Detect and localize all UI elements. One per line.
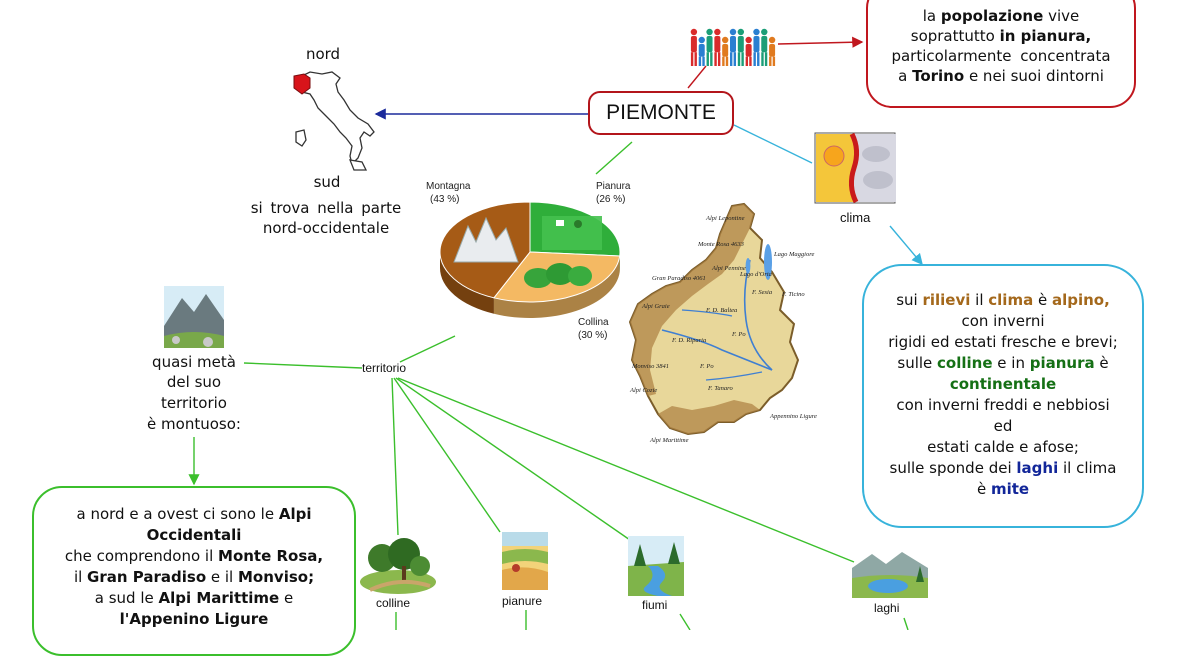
piemonte-map: Alpi Lepontine Monte Rosa 4633 Lago d'Or… — [622, 200, 822, 450]
map-label-alpi-lepontine: Alpi Lepontine — [705, 215, 745, 222]
link-fiumi-down — [680, 614, 690, 630]
map-label-f-dora-riparia: F. D. Riparia — [671, 337, 706, 344]
lakes-icon — [852, 548, 928, 598]
italy-sud-label: sud — [304, 172, 350, 193]
pie-label-montagna: Montagna(43 %) — [426, 180, 470, 206]
half-mountain-1: quasi metà — [134, 352, 254, 373]
person-figure — [714, 29, 720, 66]
map-label-lago-orta: Lago d'Orta — [739, 271, 772, 278]
map-label-gran-paradiso: Gran Paradiso 4061 — [652, 275, 706, 282]
person-figure — [769, 37, 775, 66]
half-mountain-3: territorio — [134, 393, 254, 414]
link-terr-colline — [392, 378, 398, 535]
person-figure — [745, 37, 751, 66]
mountain-icon — [164, 286, 224, 348]
map-label-monviso: Monviso 3841 — [631, 363, 669, 370]
half-mountain-2: del suo — [134, 372, 254, 393]
map-label-monte-rosa: Monte Rosa 4633 — [697, 241, 745, 248]
territorio-label: territorio — [362, 361, 406, 375]
map-label-appennino-ligure: Appennino Ligure — [769, 413, 817, 420]
person-figure — [738, 29, 744, 66]
link-territorio-half — [244, 363, 362, 368]
half-mountain-4: è montuoso: — [130, 414, 258, 435]
italy-map-icon — [288, 66, 380, 172]
climate-label: clima — [840, 210, 870, 225]
link-title-people — [688, 66, 706, 88]
person-figure — [761, 29, 767, 66]
map-label-alpi-marittime: Alpi Marittime — [649, 437, 689, 444]
map-label-f-po: F. Po — [731, 331, 746, 338]
plains-label: pianure — [502, 594, 542, 608]
terrain-pie-chart — [430, 196, 630, 326]
person-figure — [699, 37, 705, 66]
people-icon — [690, 18, 776, 66]
italy-nord-label: nord — [300, 44, 346, 65]
person-figure — [722, 37, 728, 66]
hills-label: colline — [376, 596, 410, 610]
link-terr-fiumi — [396, 378, 630, 540]
climate-icon — [814, 132, 896, 204]
person-figure — [753, 29, 759, 66]
population-box: la popolazione vive soprattutto in pianu… — [866, 0, 1136, 108]
map-label-lago-maggiore: Lago Maggiore — [773, 251, 814, 258]
link-terr-pianure — [394, 378, 500, 532]
lakes-label: laghi — [874, 601, 899, 615]
map-label-f-dora-baltea: F. D. Baltea — [705, 307, 737, 314]
person-figure — [691, 29, 697, 66]
map-label-f-ticino: F. Ticino — [781, 291, 805, 298]
link-clima-box — [890, 226, 922, 264]
italy-desc-1: si trova nella parte — [226, 198, 426, 219]
link-pie-territorio — [400, 336, 455, 362]
rivers-icon — [628, 536, 684, 596]
link-people-box — [778, 42, 862, 44]
map-label-alpi-cozie: Alpi Cozie — [629, 387, 657, 394]
map-label-f-po-2: F. Po — [699, 363, 714, 370]
pie-label-collina: Collina(30 %) — [578, 316, 609, 342]
rivers-label: fiumi — [642, 598, 667, 612]
link-title-clima — [734, 125, 812, 163]
climate-box: sui rilievi il clima è alpino, con inver… — [862, 264, 1144, 528]
map-label-alpi-pennine: Alpi Pennine — [711, 265, 746, 272]
italy-desc-2: nord-occidentale — [236, 218, 416, 239]
map-label-f-tanaro: F. Tanaro — [707, 385, 733, 392]
person-figure — [706, 29, 712, 66]
person-figure — [730, 29, 736, 66]
page-title: PIEMONTE — [606, 101, 716, 124]
map-label-f-sesia: F. Sesia — [751, 289, 772, 296]
title-box: PIEMONTE — [588, 91, 734, 135]
link-title-pie — [596, 142, 632, 174]
plains-icon — [502, 532, 548, 590]
hills-icon — [360, 536, 436, 594]
map-label-alpi-graie: Alpi Graie — [641, 303, 670, 310]
link-laghi-down — [904, 618, 908, 630]
alpi-box: a nord e a ovest ci sono le Alpi Occiden… — [32, 486, 356, 656]
